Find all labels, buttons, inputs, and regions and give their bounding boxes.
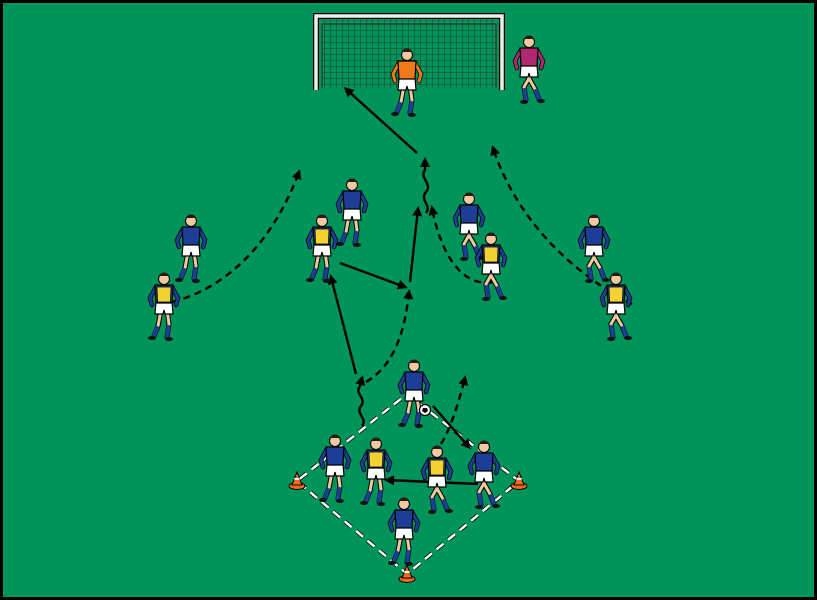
player-blue xyxy=(318,434,352,503)
player-bib xyxy=(420,445,454,514)
dribble-arrow xyxy=(355,375,366,427)
dribble-arrow xyxy=(420,157,430,214)
run-arrow xyxy=(439,375,469,445)
pass-arrow xyxy=(327,274,358,375)
player-blue xyxy=(174,214,208,283)
player-bib xyxy=(474,232,508,301)
pass-arrow xyxy=(339,261,408,290)
pitch-grass xyxy=(3,3,814,597)
player-bib xyxy=(599,272,633,341)
run-arrow-left-winger xyxy=(171,169,302,304)
pass-arrow xyxy=(432,405,471,450)
cone xyxy=(510,470,528,490)
cone xyxy=(288,470,306,490)
player-blue xyxy=(577,214,611,283)
player-blue xyxy=(387,497,421,566)
run-arrow-right-winger xyxy=(490,145,633,306)
cone xyxy=(398,563,416,583)
pass-arrow-to-goal xyxy=(343,86,418,154)
goal-frame xyxy=(314,14,504,90)
run-arrow xyxy=(365,289,414,384)
goalkeeper-substitute xyxy=(512,35,546,104)
goalkeeper xyxy=(390,48,424,117)
player-bib xyxy=(147,272,181,341)
player-blue xyxy=(467,440,501,509)
player-blue xyxy=(335,178,369,247)
player-bib xyxy=(305,214,339,283)
player-bib xyxy=(359,437,393,506)
soccer-ball-icon xyxy=(418,403,432,417)
pass-arrow xyxy=(408,206,423,283)
